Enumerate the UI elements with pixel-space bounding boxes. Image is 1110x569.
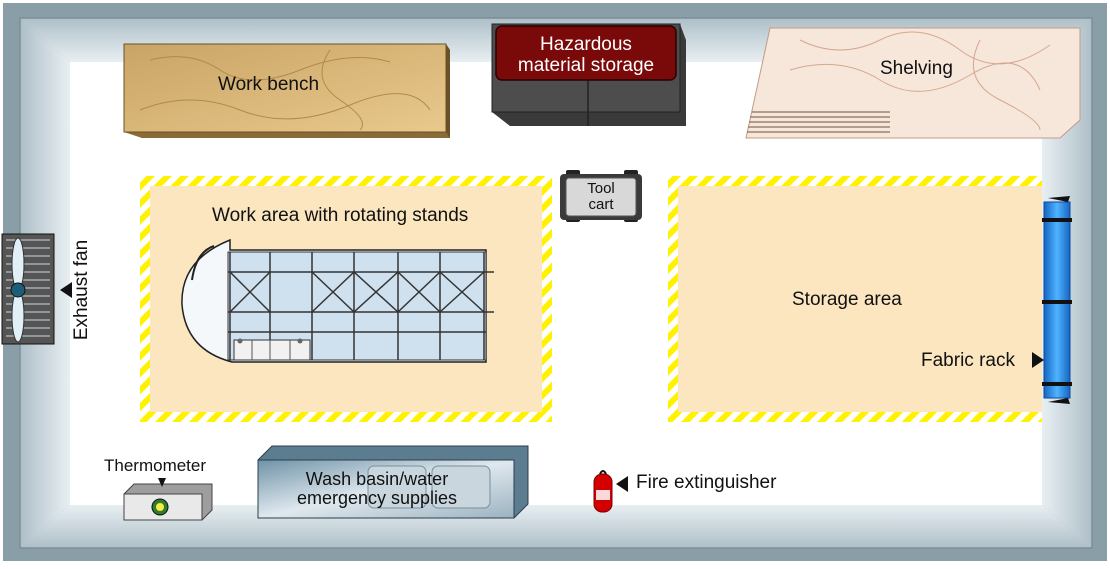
thermometer (123, 478, 213, 521)
wash-basin-label-line1: Wash basin/water (305, 469, 449, 489)
fire-extinguisher-label: Fire extinguisher (636, 472, 777, 493)
fire-extinguisher-pointer-arrow (616, 476, 628, 492)
hazardous-storage-label: Hazardous material storage (496, 34, 676, 76)
shelving-shelves (747, 111, 890, 133)
storage-area-zone (668, 176, 1042, 422)
shelving-label: Shelving (880, 58, 953, 79)
hazmat-label-plate (495, 25, 677, 81)
tool-cart (560, 170, 642, 222)
work-bench-label: Work bench (218, 74, 320, 95)
tool-cart-label: Tool cart (566, 181, 636, 213)
fabric-rack-pointer-arrow (1032, 352, 1044, 368)
fan-blade (11, 237, 25, 291)
fuselage-frame-on-stands (181, 238, 494, 363)
hazardous-storage-label-line2: material storage (517, 55, 655, 76)
wash-basin-sink (431, 465, 491, 509)
wash-basin-label-line2: emergency supplies (296, 488, 458, 508)
hazardous-material-storage (491, 23, 686, 126)
work-area-label: Work area with rotating stands (212, 205, 469, 226)
fan-blade (11, 289, 25, 343)
wash-basin (257, 445, 529, 519)
hazardous-storage-label-line1: Hazardous (540, 34, 632, 55)
fabric-rack-label: Fabric rack (921, 350, 1015, 371)
fabric-rack (1032, 196, 1072, 404)
tool-cart-label-line1: Tool (587, 180, 615, 197)
fire-extinguisher (593, 470, 628, 513)
thermometer-label: Thermometer (104, 456, 207, 475)
wash-basin-sink (367, 465, 427, 509)
shelving (745, 27, 1081, 139)
work-bench (123, 43, 450, 138)
thermometer-pointer-arrow (158, 478, 166, 487)
tool-cart-label-line2: cart (588, 196, 614, 213)
wash-basin-label: Wash basin/water emergency supplies (266, 470, 488, 508)
exhaust-fan-pointer-arrow (60, 282, 72, 298)
exhaust-fan (1, 233, 72, 345)
exhaust-fan-label: Exhaust fan (71, 239, 92, 341)
storage-area-label: Storage area (792, 289, 902, 310)
